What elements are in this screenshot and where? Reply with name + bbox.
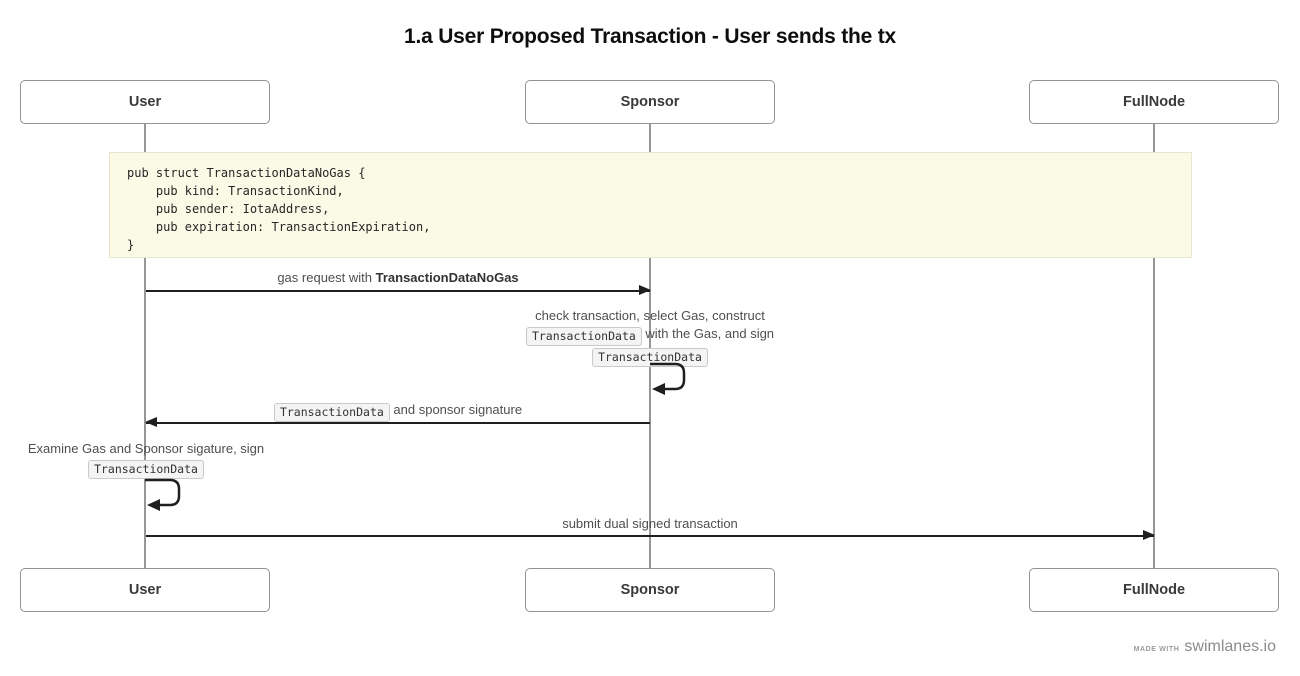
label-bold-text: TransactionDataNoGas <box>375 270 519 285</box>
actor-user-top: User <box>20 80 270 124</box>
label-text: gas request with <box>277 270 376 285</box>
footer: MADE WITH swimlanes.io <box>1134 638 1276 656</box>
actor-sponsor-bottom: Sponsor <box>525 568 775 612</box>
message-label-gas-request: gas request with TransactionDataNoGas <box>146 269 650 287</box>
arrow-user-to-sponsor <box>146 285 651 295</box>
diagram-title: 1.a User Proposed Transaction - User sen… <box>403 25 897 48</box>
code-note: pub struct TransactionDataNoGas { pub ki… <box>109 152 1192 258</box>
arrowhead-left-icon <box>145 417 157 427</box>
actor-label: Sponsor <box>620 582 680 598</box>
label-text: and sponsor signature <box>389 402 523 417</box>
arrowhead-right-icon <box>1143 530 1155 540</box>
actor-fullnode-top: FullNode <box>1029 80 1279 124</box>
lifeline-user <box>144 124 146 569</box>
made-with-label: MADE WITH <box>1133 646 1180 653</box>
label-text: with the Gas, and sign <box>641 326 775 341</box>
actor-label: Sponsor <box>620 94 680 110</box>
self-loop-arrow-sponsor <box>650 362 686 395</box>
code-chip: TransactionData <box>88 460 204 479</box>
actor-label: FullNode <box>1122 94 1186 110</box>
actor-label: User <box>128 94 162 110</box>
code-chip: TransactionData <box>592 348 708 367</box>
message-label-user-action: Examine Gas and Sponsor sigature, sign T… <box>0 440 292 479</box>
message-label-sponsor-reply: TransactionData and sponsor signature <box>146 401 650 422</box>
actor-sponsor-top: Sponsor <box>525 80 775 124</box>
message-label-submit: submit dual signed transaction <box>562 516 738 531</box>
lifeline-sponsor <box>649 124 651 569</box>
lifeline-fullnode <box>1153 124 1155 569</box>
actor-user-bottom: User <box>20 568 270 612</box>
actor-fullnode-bottom: FullNode <box>1029 568 1279 612</box>
label-text: Examine Gas and Sponsor sigature, sign <box>27 441 265 456</box>
actor-label: User <box>128 582 162 598</box>
code-chip: TransactionData <box>525 327 642 346</box>
self-loop-arrow-user <box>145 478 181 511</box>
label-text: check transaction, select Gas, construct <box>535 308 765 323</box>
arrowhead-right-icon <box>639 285 651 295</box>
code-note-text: pub struct TransactionDataNoGas { pub ki… <box>127 166 431 252</box>
actor-label: FullNode <box>1122 582 1186 598</box>
arrow-sponsor-to-user <box>145 417 650 427</box>
message-label-sponsor-action: check transaction, select Gas, construct… <box>450 307 850 367</box>
arrow-user-to-fullnode <box>146 530 1155 540</box>
swimlanes-brand-link[interactable]: swimlanes.io <box>1184 638 1276 655</box>
code-chip: TransactionData <box>273 403 390 422</box>
